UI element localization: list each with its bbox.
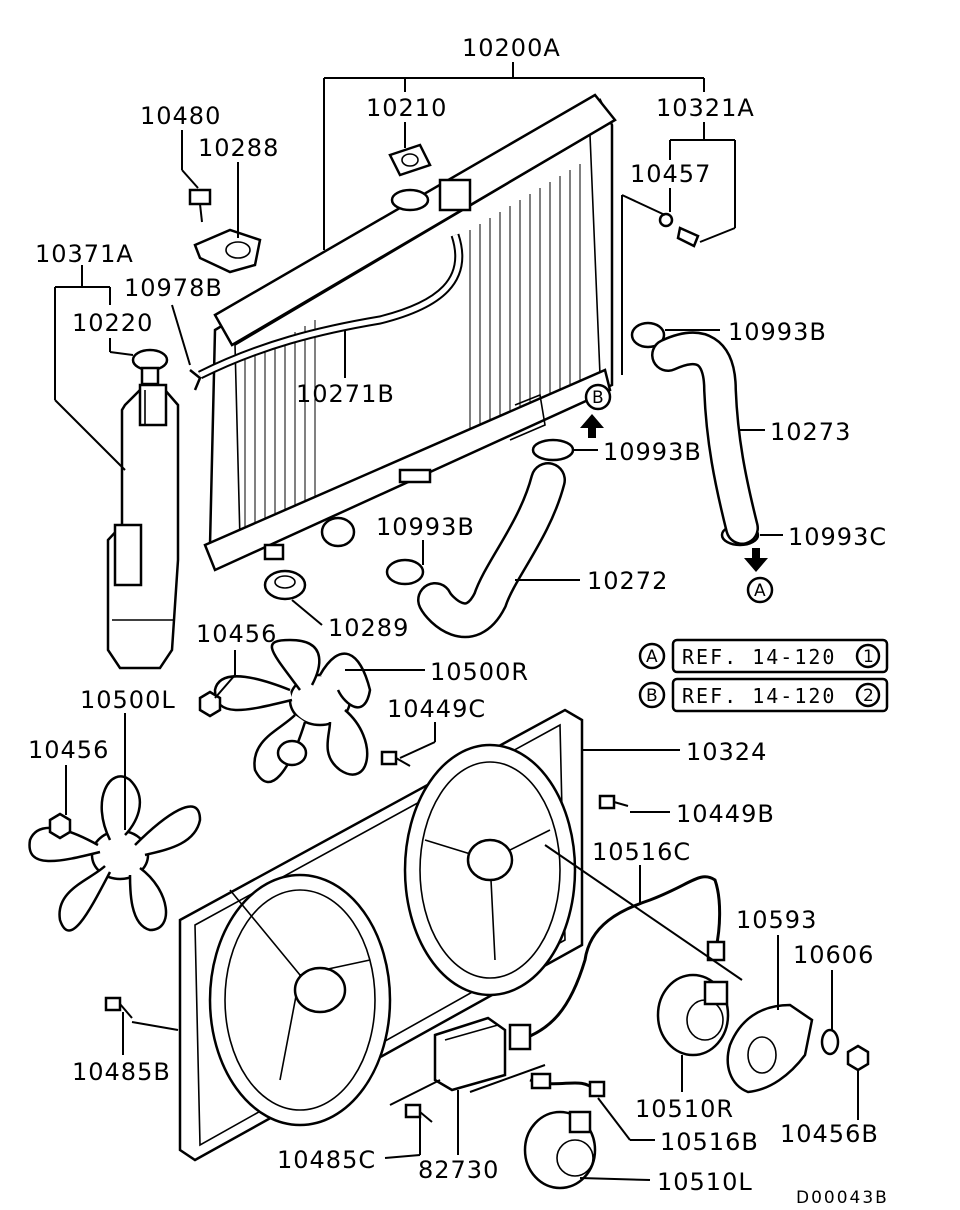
label-upper-hose: 10273 (770, 418, 851, 446)
label-overflow-hose: 10271B (296, 380, 395, 408)
label-hose-clamp-left: 10993B (376, 513, 475, 541)
shroud-drawing (178, 708, 584, 1162)
label-lower-hose: 10272 (587, 567, 668, 595)
label-drain-plug-set: 10321A (656, 94, 755, 122)
drain-plug-drawing (658, 212, 700, 248)
label-washer-motor: 10606 (793, 941, 874, 969)
fan-left-drawing (28, 775, 202, 932)
label-bolt-shroud-b: 10449B (676, 800, 775, 828)
svg-text:REF. 14-120: REF. 14-120 (682, 645, 836, 669)
label-nut-r: 10456 (196, 620, 277, 648)
label-bolt-lower-left: 10485B (72, 1058, 171, 1086)
label-radiator-cap: 10210 (366, 94, 447, 122)
radiator-cap-drawing (388, 143, 432, 177)
flow-arrows (580, 414, 768, 572)
leader-lines (54, 62, 859, 1181)
label-fan-l: 10500L (80, 686, 176, 714)
svg-text:REF. 14-120: REF. 14-120 (682, 684, 836, 708)
label-lower-mount: 10289 (328, 614, 409, 642)
harness-drawing (519, 875, 722, 1042)
label-tank-cap: 10220 (72, 309, 153, 337)
svg-text:A: A (646, 647, 658, 667)
upper-mount-drawing (188, 188, 262, 274)
label-hose-clamp-upper: 10993B (728, 318, 827, 346)
label-nut-l: 10456 (28, 736, 109, 764)
reserve-tank-drawing (106, 348, 202, 670)
label-motor-r: 10510R (635, 1095, 734, 1123)
label-harness: 10516C (592, 838, 691, 866)
fan-right-drawing (213, 638, 372, 784)
svg-text:2: 2 (863, 686, 874, 706)
label-harness-l: 10516B (660, 1128, 759, 1156)
label-washer-drain: 10457 (630, 160, 711, 188)
arrow-marker-b: B (584, 383, 612, 411)
label-hose-clamp-mid: 10993B (603, 438, 702, 466)
label-motor-cover: 10593 (736, 906, 817, 934)
label-resistor: 82730 (418, 1156, 499, 1184)
label-radiator: 10200A (462, 34, 561, 62)
radiator-drawing (203, 93, 617, 572)
label-upper-mount: 10288 (198, 134, 279, 162)
label-fan-r: 10500R (430, 658, 529, 686)
reference-a: A REF. 14-120 1 (638, 638, 889, 674)
figure-code: D00043B (796, 1188, 889, 1208)
svg-text:B: B (592, 388, 604, 408)
label-bolt-lower-mid: 10485C (277, 1146, 376, 1174)
label-bolt-upper: 10480 (140, 102, 221, 130)
motor-cover-drawing (726, 1003, 814, 1094)
label-motor-l: 10510L (657, 1168, 753, 1196)
lower-mount-drawing (263, 569, 307, 601)
svg-text:A: A (754, 581, 766, 601)
resistor-drawing (433, 1016, 507, 1092)
label-tank-clip: 10978B (124, 274, 223, 302)
svg-text:1: 1 (863, 647, 874, 667)
reference-b: B REF. 14-120 2 (638, 677, 889, 713)
motor-right-drawing (656, 973, 730, 1057)
motor-left-drawing (523, 1072, 606, 1190)
fasteners-drawing (48, 690, 870, 1123)
label-shroud: 10324 (686, 738, 767, 766)
label-bolt-shroud: 10449C (387, 695, 486, 723)
svg-text:B: B (646, 686, 658, 706)
part-labels: 10200A 10210 10321A 10480 10288 10457 10… (28, 34, 887, 1196)
arrow-marker-a: A (746, 576, 774, 604)
label-reserve-tank: 10371A (35, 240, 134, 268)
label-nut-motor: 10456B (780, 1120, 879, 1148)
label-hose-clamp-lower: 10993C (788, 523, 887, 551)
